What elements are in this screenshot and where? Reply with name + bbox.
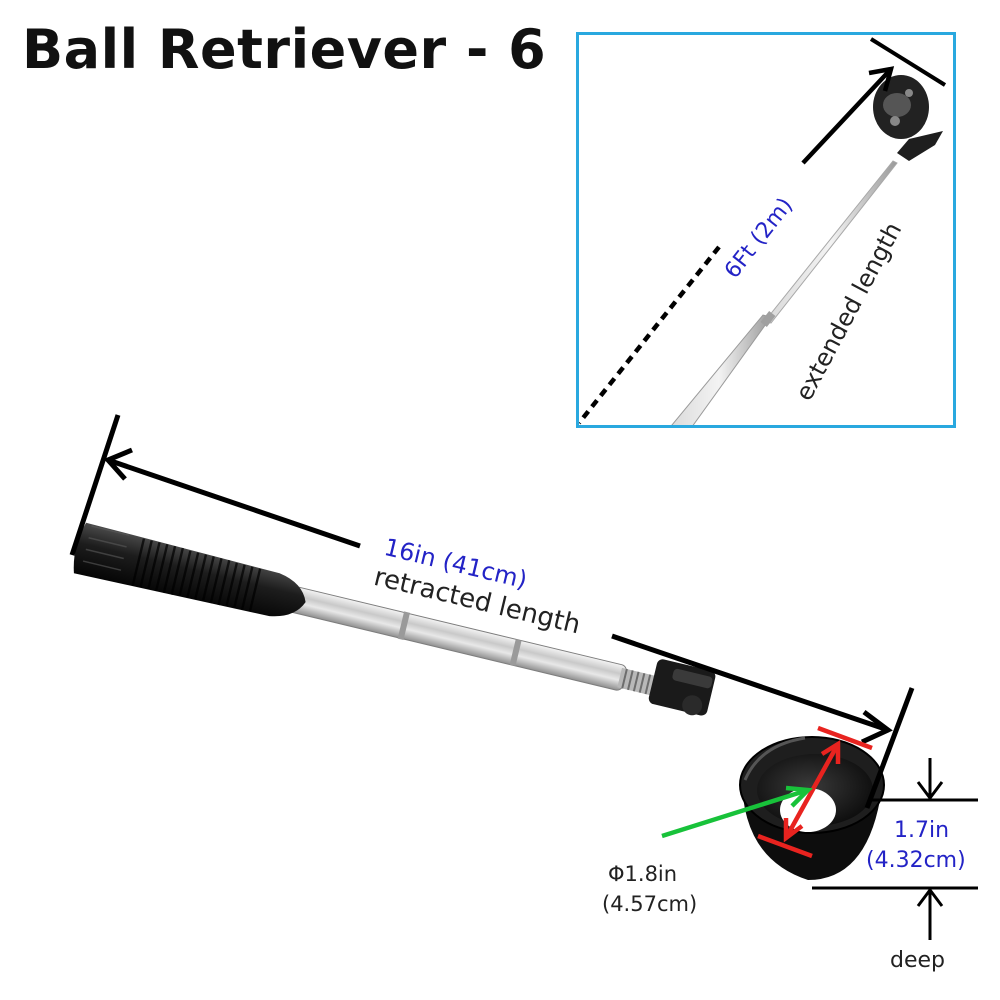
page-title: Ball Retriever - 6 xyxy=(22,18,547,81)
retracted-dimension xyxy=(69,414,915,809)
depth-value: 1.7in xyxy=(894,818,950,843)
dimension-tick xyxy=(869,37,947,87)
diameter-pointer xyxy=(661,785,813,839)
diameter-value: Φ1.8in xyxy=(608,862,678,886)
diameter-tick xyxy=(757,833,813,859)
grip-ridges xyxy=(131,538,262,612)
diameter-line xyxy=(784,742,840,840)
arrow-up-right-icon xyxy=(868,66,895,92)
arrow-up-icon xyxy=(820,739,841,764)
depth-metric: (4.32cm) xyxy=(866,848,966,873)
extended-pole xyxy=(671,160,898,425)
depth-label: deep xyxy=(890,948,945,973)
dimension-line-dashed xyxy=(579,245,721,425)
retriever-shaft-group xyxy=(73,522,716,716)
dimension-line xyxy=(107,457,361,549)
tube-collar xyxy=(509,639,522,666)
arrow-right-icon xyxy=(860,710,893,745)
dimension-tick xyxy=(864,687,915,809)
diameter-tick xyxy=(817,725,873,751)
dimension-tick xyxy=(69,414,121,556)
extended-length-inset xyxy=(576,32,956,428)
rubber-grip xyxy=(73,522,306,617)
arrow-left-icon xyxy=(103,447,133,481)
dimension-line xyxy=(801,67,893,165)
extended-head xyxy=(873,75,943,161)
extended-dimension xyxy=(579,37,947,425)
arrow-down-icon xyxy=(783,818,804,843)
arrow-up-icon xyxy=(916,887,944,907)
arrow-down-icon xyxy=(916,781,944,801)
depth-dimension xyxy=(812,758,978,940)
pointer-arrow-icon xyxy=(785,785,813,808)
threaded-end xyxy=(617,667,656,696)
extended-product-illustration xyxy=(579,37,947,425)
diameter-dimension xyxy=(757,725,873,859)
clip-head xyxy=(648,659,716,716)
diameter-metric: (4.57cm) xyxy=(602,892,698,916)
dimension-line xyxy=(611,633,889,733)
tube-collar xyxy=(397,611,410,641)
ball-cup xyxy=(739,736,885,880)
